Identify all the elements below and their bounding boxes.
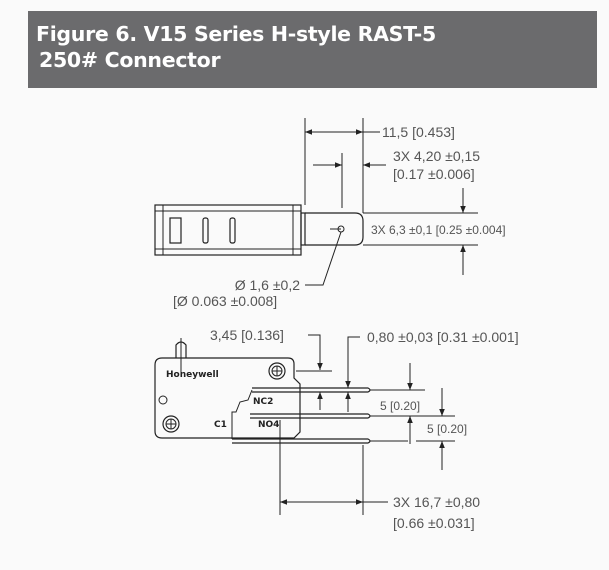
dim-terminal-length-in: [0.66 ±0.031]	[393, 515, 475, 531]
dim-width: 3X 6,3 ±0,1 [0.25 ±0.004]	[371, 223, 506, 237]
switch-body	[154, 357, 301, 439]
side-view: Honeywell NC2 NO4 C1 3,45 [0.136] 0,80 ±…	[154, 327, 519, 531]
dim-hole-position-mm: 3X 4,20 ±0,15	[393, 148, 480, 164]
dim-pitch-nc-no: 5 [0.20]	[380, 399, 420, 413]
dim-pitch-no-c: 5 [0.20]	[427, 422, 467, 436]
terminal-c	[232, 438, 371, 444]
terminal-nc	[252, 387, 371, 393]
figure-title: Figure 6. V15 Series H-style RAST-5 250#…	[28, 11, 597, 88]
dim-thickness: 0,80 ±0,03 [0.31 ±0.001]	[367, 329, 519, 345]
slot	[229, 217, 236, 244]
top-view: 11,5 [0.453] 3X 4,20 ±0,15 [0.17 ±0.006]…	[154, 118, 506, 309]
terminal-no	[250, 413, 371, 419]
dim-hole-diameter-in: [Ø 0.063 ±0.008]	[173, 293, 277, 309]
dim-length: 11,5 [0.453]	[382, 124, 455, 140]
connector-body	[154, 204, 302, 256]
brand-label: Honeywell	[166, 370, 219, 380]
slot	[202, 217, 209, 244]
terminal-no-label: NO4	[258, 420, 279, 430]
mounting-screw	[268, 362, 286, 380]
tab-terminal	[305, 212, 364, 246]
dim-terminal-length-mm: 3X 16,7 ±0,80	[393, 494, 480, 510]
figure-title-line2: 250# Connector	[39, 48, 221, 72]
terminal-c-label: C1	[214, 420, 227, 430]
dim-hole-diameter-mm: Ø 1,6 ±0,2	[235, 277, 300, 293]
mounting-screw	[162, 415, 180, 433]
figure-title-line1: Figure 6. V15 Series H-style RAST-5	[36, 22, 436, 46]
dim-offset: 3,45 [0.136]	[210, 327, 284, 343]
slot	[169, 217, 182, 244]
terminal-nc-label: NC2	[253, 397, 273, 407]
dim-hole-position-in: [0.17 ±0.006]	[393, 166, 475, 182]
